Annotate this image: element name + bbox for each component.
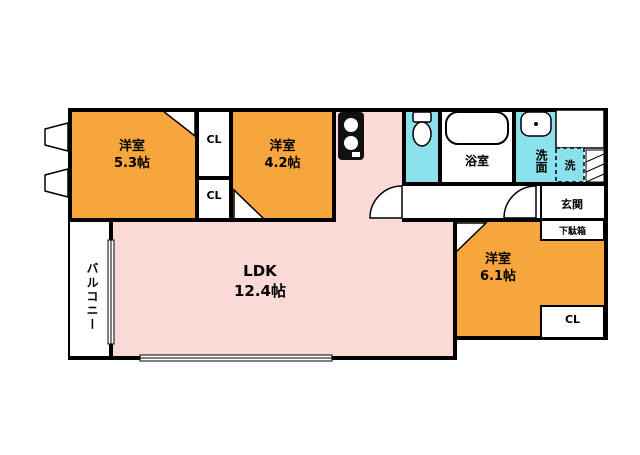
room-6-1-name: 洋室: [484, 252, 511, 267]
laundry-space-box: [555, 147, 585, 183]
room-5-3-label: 洋室 5.3帖: [71, 138, 193, 172]
bathroom-label: 浴室: [464, 154, 489, 168]
room-6-1-size: 6.1帖: [479, 269, 517, 284]
ldk-floor: [113, 222, 453, 356]
door-arc-ldk-hall: [369, 185, 403, 219]
storage-boxes: [540, 109, 605, 339]
closet-mid-label: CL: [206, 189, 222, 202]
fixtures: [338, 111, 552, 160]
windows: [44, 122, 605, 362]
ldk-label: LDK 12.4帖: [150, 261, 370, 301]
window-left-lower: [44, 168, 69, 198]
closet-bottom-right-box: [540, 305, 605, 339]
washroom-label: 洗面: [534, 149, 548, 173]
door-arcs: [369, 185, 537, 219]
shoe-cabinet-label: 下駄箱: [558, 227, 586, 237]
door-swings: [160, 110, 488, 254]
entrance-label: 玄関: [561, 198, 583, 211]
room-5-3-floor: [72, 112, 195, 218]
room-fills: [70, 110, 604, 356]
closet-bottom-right-label: CL: [564, 313, 581, 326]
storage-box-top-right: [555, 109, 605, 149]
toilet-icon: [412, 111, 432, 147]
window-right-hatched: [585, 149, 605, 183]
stove-icon: [338, 112, 364, 160]
room-4-2-size: 4.2帖: [264, 156, 301, 171]
bathtub-icon: [445, 111, 509, 145]
door-arc-entrance: [503, 185, 537, 219]
shoe-cabinet-box: [540, 219, 605, 241]
room-4-2-name: 洋室: [269, 139, 296, 154]
room-5-3-name: 洋室: [118, 139, 145, 154]
closet-top-label: CL: [206, 133, 222, 146]
window-left-upper: [44, 122, 69, 152]
laundry-label: 洗: [564, 159, 576, 172]
balcony-floor: [70, 222, 109, 356]
sink-icon: [520, 111, 552, 137]
room-4-2-label: 洋室 4.2帖: [233, 138, 332, 172]
room-6-1-label: 洋室 6.1帖: [455, 251, 541, 285]
room-4-2-floor: [233, 112, 332, 218]
ldk-name: LDK: [243, 262, 277, 280]
balcony-label: バルコニー: [85, 262, 99, 332]
ldk-size: 12.4帖: [233, 282, 286, 300]
room-5-3-size: 5.3帖: [113, 156, 151, 171]
